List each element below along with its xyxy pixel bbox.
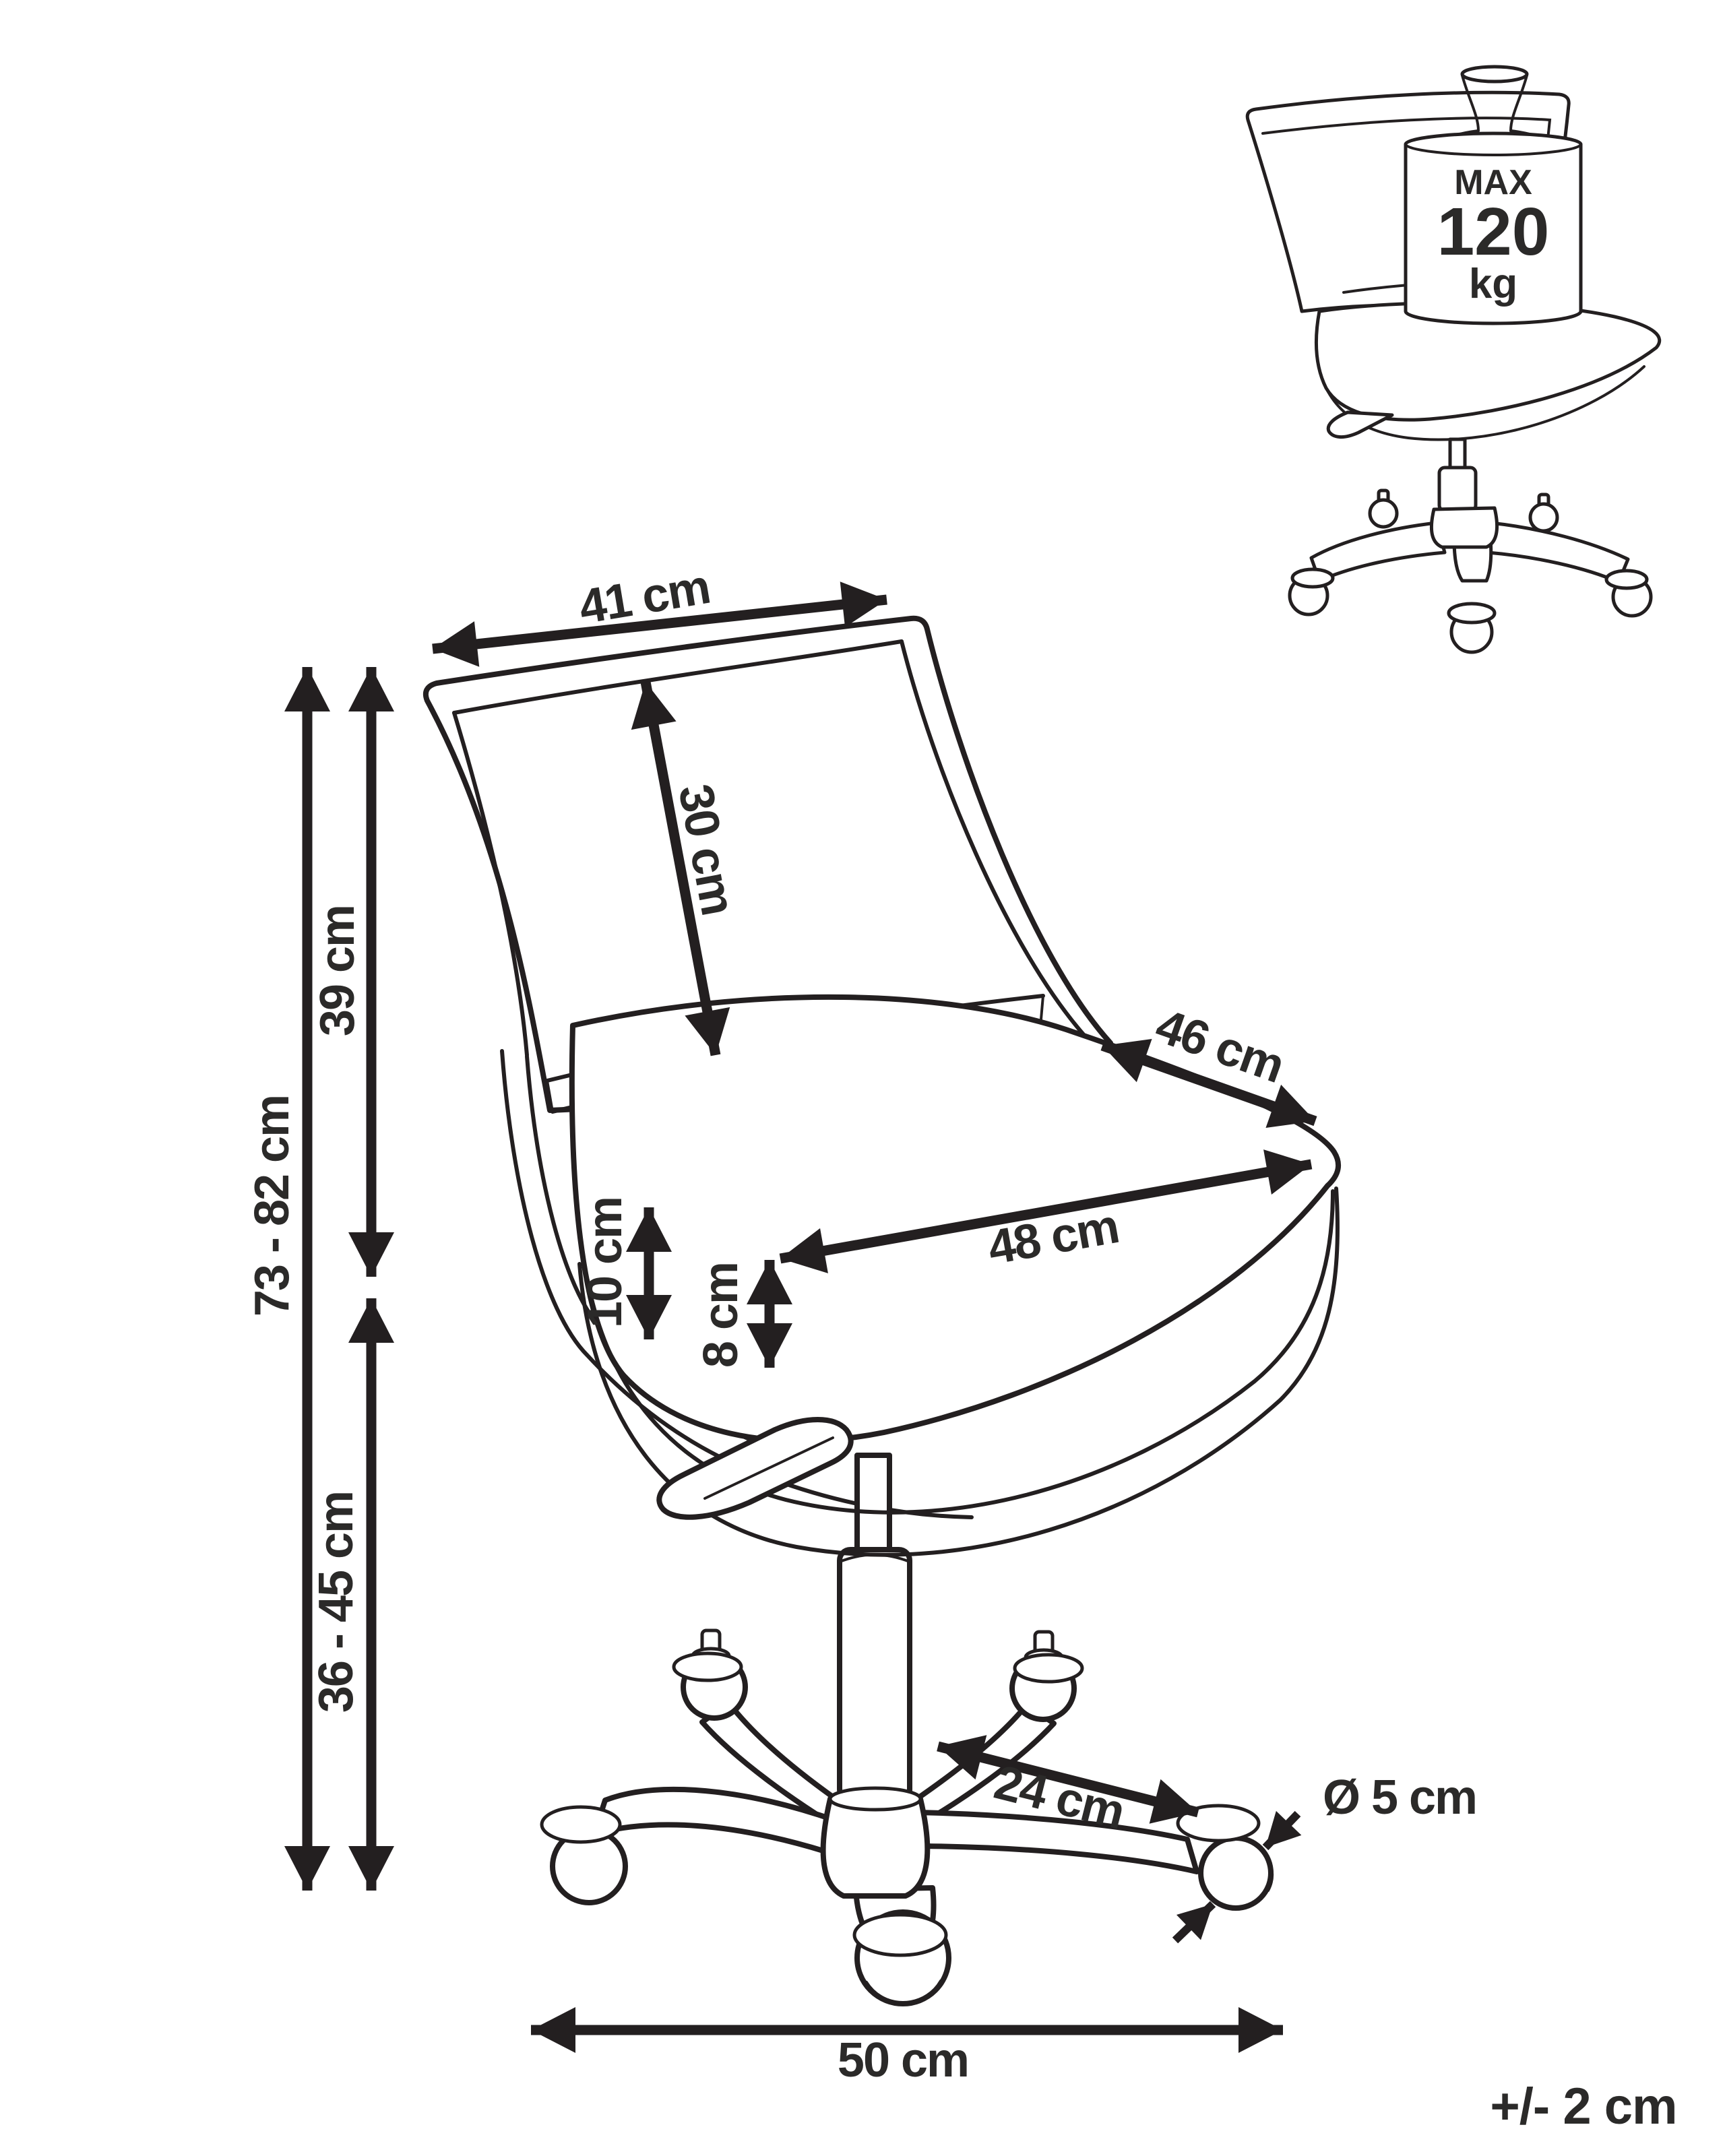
max-load-label: MAX <box>1454 163 1532 202</box>
backrest-inner-frame-right <box>900 639 1088 1040</box>
dim-total-height: 73 - 82 cm <box>245 667 330 1891</box>
base-star <box>540 1628 1274 2006</box>
cushion-thickness-label: 8 cm <box>694 1263 748 1368</box>
height-lever <box>656 1417 854 1520</box>
max-load-chair-icon: MAX 120 kg <box>1245 65 1662 654</box>
caster-front <box>852 1909 951 2006</box>
main-chair-drawing <box>422 615 1342 2006</box>
gas-lift-cylinder <box>837 1547 912 1803</box>
base-hub-top <box>828 1786 922 1812</box>
caster-rear-right <box>1009 1630 1084 1722</box>
dim-cushion-thickness: 8 cm <box>694 1260 792 1368</box>
weight-icon: MAX 120 kg <box>1404 65 1583 325</box>
seat-cushion-rim <box>586 1189 1335 1515</box>
dim-base-width: 50 cm <box>531 2007 1283 2087</box>
mini-caster-rear <box>1368 488 1559 533</box>
mini-base-leg <box>1309 521 1447 583</box>
seat-side-height-label: 10 cm <box>578 1197 632 1328</box>
dim-backrest-height: 39 cm <box>311 667 394 1277</box>
backrest-height-label: 39 cm <box>311 906 365 1036</box>
base-width-label: 50 cm <box>838 2033 968 2087</box>
dim-seat-height: 36 - 45 cm <box>309 1298 394 1891</box>
dim-seat-side-height: 10 cm <box>578 1197 672 1339</box>
backrest-inner-frame-left <box>452 711 529 1057</box>
seat-height-label: 36 - 45 cm <box>309 1492 363 1713</box>
total-height-label: 73 - 82 cm <box>245 1096 299 1317</box>
base-hub <box>820 1796 931 1899</box>
max-load-unit: kg <box>1469 261 1517 307</box>
mini-base-leg <box>1486 521 1630 584</box>
base-leg <box>699 1701 856 1834</box>
gas-lift <box>837 1453 912 1803</box>
caster-rear-left <box>672 1628 748 1721</box>
dim-caster-diameter: Ø 5 cm <box>1172 1771 1478 1944</box>
caster-left <box>540 1805 628 1905</box>
dimension-arrows: 41 cm 30 cm 39 cm 73 - 82 cm 36 - 45 cm … <box>245 560 1478 2087</box>
caster-diameter-label: Ø 5 cm <box>1323 1771 1476 1825</box>
gas-lift-rod <box>854 1453 892 1559</box>
mini-base-leg <box>1452 537 1493 583</box>
max-load-value: 120 <box>1437 194 1550 270</box>
tolerance-note: +/- 2 cm <box>1490 2078 1676 2135</box>
caster-right <box>1176 1804 1274 1911</box>
seat-shell-bottom-rim <box>577 1186 1340 1557</box>
